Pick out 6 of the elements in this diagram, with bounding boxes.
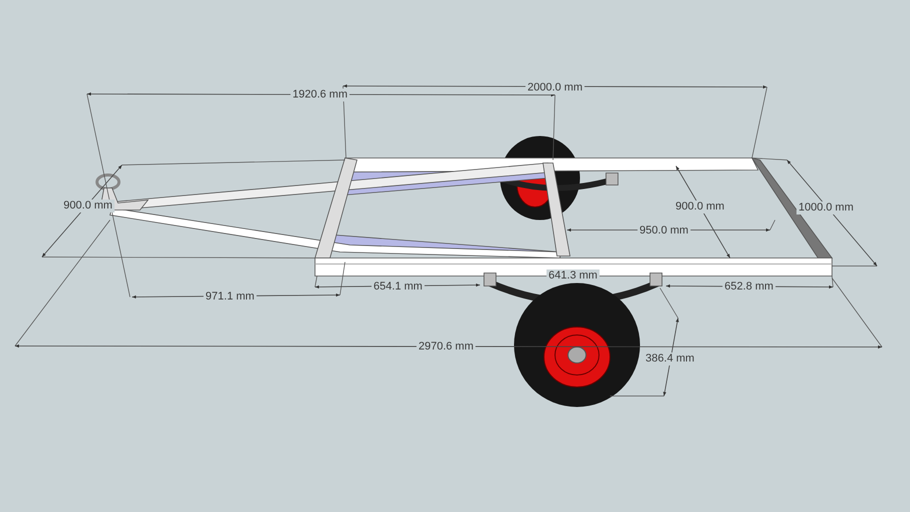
dimension-label: 1000.0 mm <box>796 202 856 214</box>
dimension-label: 386.4 mm <box>644 352 696 366</box>
dimension-label: 900.0 mm <box>674 200 726 214</box>
dimension-label: 900.0 mm <box>62 200 114 212</box>
dimension-label: 1920.6 mm <box>290 88 350 102</box>
dimension-label: 2000.0 mm <box>525 82 585 94</box>
